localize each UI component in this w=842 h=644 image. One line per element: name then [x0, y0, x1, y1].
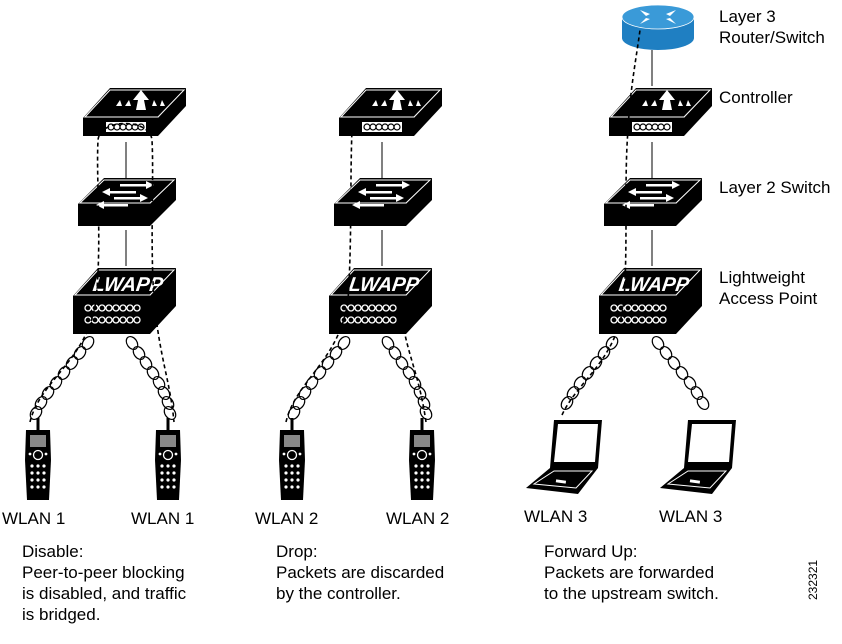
- client-label: WLAN 3: [524, 507, 588, 526]
- router-label: Layer 3 Router/Switch: [719, 7, 825, 47]
- mode-description: Packets are forwarded to the upstream sw…: [544, 563, 719, 603]
- mode-description: Peer-to-peer blocking is disabled, and t…: [22, 563, 187, 624]
- client-label: WLAN 3: [659, 507, 723, 526]
- laptop-icon: [525, 419, 603, 495]
- controller-icon: [82, 87, 187, 137]
- controller-icon: [608, 87, 713, 137]
- switch-label: Layer 2 Switch: [719, 178, 831, 197]
- switch-icon: [603, 177, 703, 227]
- mode-title: Drop:: [276, 542, 318, 561]
- ap-label: LWAPP: [347, 274, 421, 296]
- client-label: WLAN 2: [386, 509, 450, 528]
- dropped-path-left: [285, 129, 353, 423]
- switch-icon: [77, 177, 177, 227]
- controller-icon: [338, 87, 443, 137]
- ap-label: LWAPP: [617, 274, 691, 296]
- client-label: WLAN 1: [2, 509, 66, 528]
- switch-icon: [333, 177, 433, 227]
- router-icon: [621, 4, 695, 50]
- vertical-links: [125, 50, 653, 266]
- client-label: WLAN 1: [131, 509, 195, 528]
- laptop-icon: [659, 419, 737, 495]
- mode-title: Forward Up:: [544, 542, 638, 561]
- bridged-path: [29, 122, 175, 423]
- phone-icon: [154, 417, 182, 501]
- dropped-path-right: [403, 329, 427, 423]
- mode-title: Disable:: [22, 542, 84, 561]
- ap-label: LWAPP: [91, 274, 165, 296]
- client-label: WLAN 2: [255, 509, 319, 528]
- phone-icon: [24, 417, 52, 501]
- figure-id: 232321: [806, 559, 820, 600]
- phone-icon: [408, 417, 436, 501]
- traffic-paths: [29, 29, 641, 423]
- controller-label: Controller: [719, 88, 793, 107]
- access-point-label: Lightweight Access Point: [719, 268, 818, 308]
- wireless-links: [29, 335, 710, 421]
- mode-description: Packets are discarded by the controller.: [276, 563, 445, 603]
- phone-icon: [278, 417, 306, 501]
- forwarded-path: [561, 29, 641, 416]
